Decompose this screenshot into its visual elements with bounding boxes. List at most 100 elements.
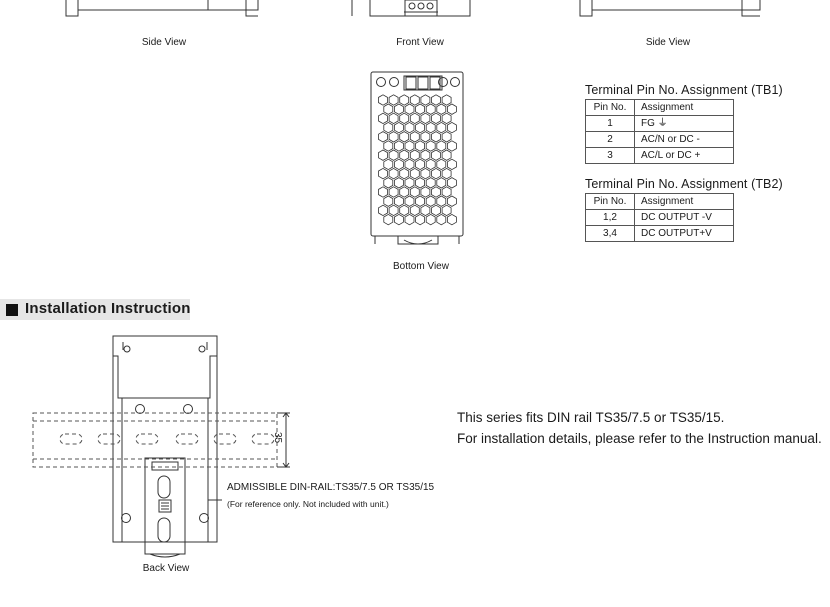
back-view-caption: Back View (142, 563, 190, 574)
vent-hole (420, 131, 431, 143)
vent-hole (393, 195, 404, 207)
pin-cell: 3 (585, 147, 635, 164)
vent-hole (425, 103, 436, 115)
vent-hole (409, 149, 420, 161)
vent-hole (409, 186, 420, 198)
tb2-table: Pin No. Assignment 1,2 DC OUTPUT -V 3,4 … (585, 193, 734, 242)
vent-hole (399, 204, 410, 217)
bottom-view-caption: Bottom View (393, 261, 449, 272)
vent-hole (393, 140, 404, 152)
vent-hole (420, 112, 431, 125)
vent-hole (409, 167, 420, 180)
vent-hole (420, 204, 431, 217)
vent-hole (409, 131, 420, 143)
vent-hole (404, 121, 415, 134)
front-view-drawing (351, 0, 471, 17)
vent-hole (388, 94, 399, 106)
vent-hole (420, 186, 431, 198)
assignment-cell: AC/L or DC + (634, 147, 734, 164)
vent-hole (415, 140, 426, 152)
installation-note-line1: This series fits DIN rail TS35/7.5 or TS… (457, 410, 725, 425)
vent-hole (383, 195, 394, 207)
vent-hole (436, 103, 447, 115)
vent-hole (383, 140, 394, 152)
vent-hole (399, 131, 410, 143)
vent-hole (399, 186, 410, 198)
vent-hole (388, 149, 399, 161)
table-row: 3 AC/L or DC + (585, 147, 734, 164)
vent-hole (393, 177, 404, 189)
vent-hole (409, 112, 420, 125)
vent-hole (446, 140, 457, 152)
assignment-cell: FG ⏚ (634, 115, 734, 132)
vent-hole (425, 177, 436, 189)
vent-hole (378, 94, 388, 106)
dimension-line-35 (277, 412, 290, 468)
vent-hole (436, 121, 447, 134)
vent-hole (399, 149, 410, 161)
table-row: 3,4 DC OUTPUT+V (585, 225, 734, 242)
din-rail-label: ADMISSIBLE DIN-RAIL:TS35/7.5 OR TS35/15 (227, 482, 435, 493)
table-row: 1,2 DC OUTPUT -V (585, 209, 734, 226)
tb1-table: Pin No. Assignment 1 FG ⏚ 2 AC/N or DC -… (585, 99, 734, 164)
vent-hole (436, 213, 447, 226)
vent-hole (431, 131, 441, 143)
header-pin: Pin No. (585, 99, 635, 116)
din-rail-outline (32, 412, 278, 468)
vent-hole (383, 158, 394, 171)
section-header-bar (0, 299, 190, 320)
table-row: 2 AC/N or DC - (585, 131, 734, 148)
vent-hole (431, 167, 441, 180)
vent-hole (441, 149, 452, 161)
vent-hole (431, 149, 441, 161)
vent-hole (425, 121, 436, 134)
vent-hole (446, 177, 457, 189)
vent-hole (388, 186, 399, 198)
front-view-caption: Front View (396, 37, 444, 48)
tb1-title: Terminal Pin No. Assignment (TB1) (585, 83, 783, 97)
pin-cell: 1,2 (585, 209, 635, 226)
vent-hole (415, 158, 426, 171)
vent-hole (446, 158, 457, 171)
assignment-cell: DC OUTPUT -V (634, 209, 734, 226)
vent-hole (393, 213, 404, 226)
vent-hole (393, 121, 404, 134)
vent-hole (388, 204, 399, 217)
vent-hole (441, 94, 452, 106)
vent-hole (425, 213, 436, 226)
vent-hole (409, 204, 420, 217)
header-assignment: Assignment (634, 99, 734, 116)
vent-hole (393, 103, 404, 115)
side-view-right-drawing (579, 0, 761, 17)
installation-note-line2: For installation details, please refer t… (457, 431, 822, 446)
vent-hole (383, 213, 394, 226)
assignment-cell: DC OUTPUT+V (634, 225, 734, 242)
vent-hole (383, 177, 394, 189)
pin-cell: 2 (585, 131, 635, 148)
vent-hole (378, 186, 388, 198)
vent-hole (441, 167, 452, 180)
vent-hole (436, 177, 447, 189)
vent-hole (388, 167, 399, 180)
vent-hole (404, 158, 415, 171)
vent-hole (378, 149, 388, 161)
vent-hole (415, 103, 426, 115)
din-rail-note: (For reference only. Not included with u… (227, 499, 389, 509)
header-assignment: Assignment (634, 193, 734, 210)
vent-hole (409, 94, 420, 106)
vent-hole (378, 112, 388, 125)
vent-hole (404, 103, 415, 115)
ventilation-hex-grid (378, 94, 457, 226)
vent-hole (383, 121, 394, 134)
section-bullet-icon (6, 304, 18, 316)
vent-hole (388, 112, 399, 125)
vent-hole (388, 131, 399, 143)
tb2-title: Terminal Pin No. Assignment (TB2) (585, 177, 783, 191)
vent-hole (441, 112, 452, 125)
table-header-row: Pin No. Assignment (585, 193, 734, 210)
vent-hole (436, 195, 447, 207)
vent-hole (378, 204, 388, 217)
vent-hole (446, 121, 457, 134)
section-title: Installation Instruction (25, 300, 191, 317)
